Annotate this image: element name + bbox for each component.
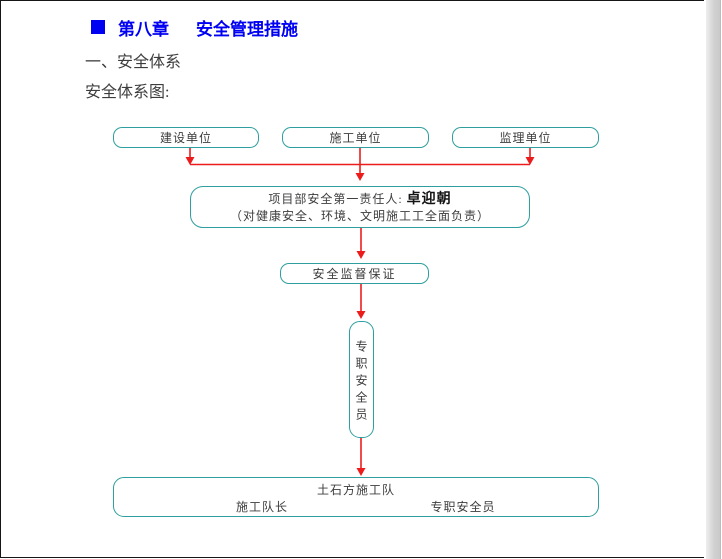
team-safety-officer-label: 专职安全员 — [430, 500, 496, 514]
diagram-caption: 安全体系图: — [85, 84, 170, 101]
chapter-number: 第八章 — [118, 19, 169, 39]
box-construction-owner-unit: 建设单位 — [113, 127, 259, 148]
box-contractor-unit: 施工单位 — [282, 127, 429, 148]
page-edge-shadow — [706, 0, 721, 559]
responsible-person-line: 项目部安全第一责任人: 卓迎朝 — [268, 190, 451, 208]
team-title: 土石方施工队 — [316, 483, 395, 497]
box-supervision-unit: 监理单位 — [452, 127, 599, 148]
box-label: 安全监督保证 — [312, 267, 397, 281]
box-safety-supervision: 安全监督保证 — [280, 263, 429, 284]
team-leader-label: 施工队长 — [235, 500, 289, 514]
responsible-person-name: 卓迎朝 — [406, 189, 452, 206]
document-page: 第八章 安全管理措施 一、安全体系 安全体系图: 建设单位 — [0, 0, 704, 558]
box-earthwork-team: 土石方施工队 施工队长 专职安全员 — [113, 477, 599, 517]
section-heading: 一、安全体系 — [85, 54, 182, 71]
chapter-title: 安全管理措施 — [196, 19, 298, 39]
chapter-bullet-icon — [91, 20, 105, 34]
box-label: 监理单位 — [499, 131, 552, 145]
chapter-heading: 第八章 安全管理措施 — [91, 18, 298, 39]
box-label: 专职安全员 — [354, 340, 368, 425]
responsible-scope-line: （对健康安全、环境、文明施工工全面负责） — [229, 208, 490, 223]
box-responsible-person: 项目部安全第一责任人: 卓迎朝 （对健康安全、环境、文明施工工全面负责） — [190, 186, 530, 228]
box-safety-officer: 专职安全员 — [349, 321, 374, 438]
box-label: 施工单位 — [329, 131, 382, 145]
box-label: 建设单位 — [159, 131, 212, 145]
responsible-person-prefix: 项目部安全第一责任人: — [268, 191, 407, 206]
